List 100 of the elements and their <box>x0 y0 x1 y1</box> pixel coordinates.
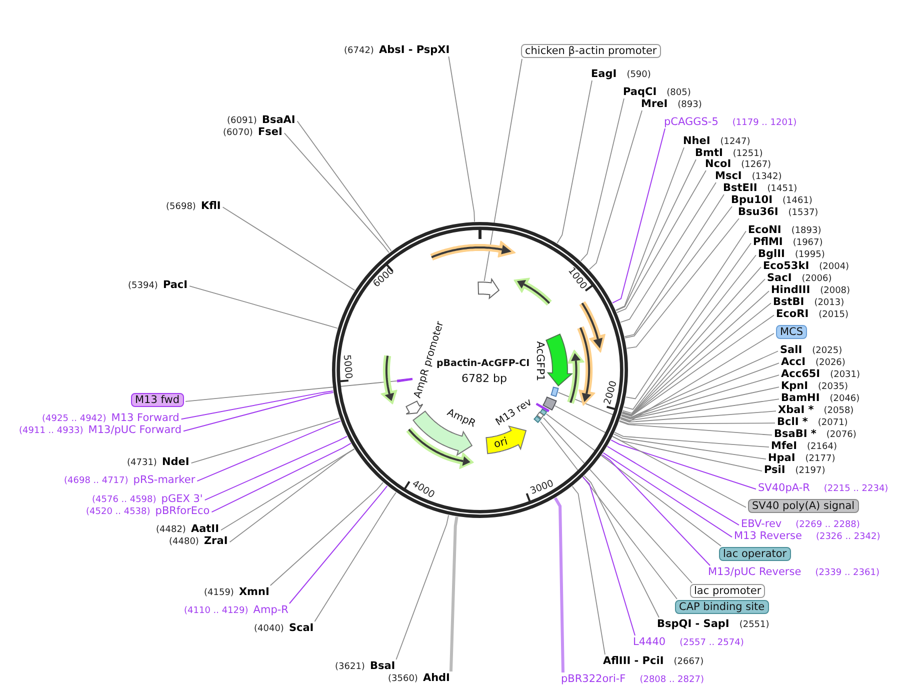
enzyme-name: BsaBI * <box>774 428 816 439</box>
primer-name: pBR322ori-F <box>561 674 626 684</box>
enzyme-name: Bsu36I <box>738 206 778 217</box>
site-position: (1267) <box>741 160 772 170</box>
leader-line <box>180 390 334 420</box>
enzyme-name: SalI <box>780 344 802 355</box>
feature-block <box>542 396 558 411</box>
enzyme-name: XmnI <box>238 586 270 597</box>
orf-indicator <box>429 240 517 262</box>
enzyme-name: BclI * <box>777 416 808 427</box>
orf-indicator <box>566 349 585 406</box>
primer-name: M13 Reverse <box>734 530 802 541</box>
primer-name: pBRforEco <box>155 506 210 516</box>
leader-line <box>540 421 678 600</box>
site-position: (4480) <box>169 538 199 546</box>
site-position: (1967) <box>792 238 823 248</box>
site-position: (2031) <box>830 370 860 380</box>
enzyme-name: PsiI <box>764 464 786 475</box>
leader-line <box>220 448 355 531</box>
enzyme-name: XbaI * <box>778 404 814 415</box>
primer-name: pGEX 3' <box>161 494 203 504</box>
leader-line <box>211 442 352 513</box>
leader-line <box>182 392 334 432</box>
enzyme-name: BstEII <box>723 182 758 193</box>
enzyme-name: BsaAI <box>262 114 296 125</box>
feature-label: MCS <box>776 325 808 339</box>
enzyme-name: PflMI <box>753 236 783 247</box>
site-position: (1251) <box>732 150 763 158</box>
site-position: (1342) <box>752 172 782 182</box>
feature-label: lac promoter <box>690 584 766 598</box>
enzyme-name: NcoI <box>705 158 732 169</box>
enzyme-name: PaqCI <box>623 86 657 97</box>
site-position: (1451) <box>767 184 798 194</box>
enzyme-name: Acc65I <box>781 368 820 379</box>
leader-line <box>626 230 746 400</box>
primer-position: (2557 .. 2574) <box>680 638 744 648</box>
leader-line <box>204 436 348 501</box>
primer-position: (2808 .. 2827) <box>640 676 704 684</box>
enzyme-name: BstBI <box>773 296 804 307</box>
site-position: (1893) <box>791 226 822 236</box>
site-position: (2046) <box>830 394 860 404</box>
feature-label: lac operator <box>719 547 791 561</box>
leader-line <box>602 452 732 538</box>
enzyme-name: BamHI <box>781 392 820 403</box>
enzyme-name: MreI <box>641 98 668 109</box>
leader-line <box>621 362 780 418</box>
site-position: (2197) <box>795 466 826 476</box>
primer-position: (4911 .. 4933) <box>19 426 84 436</box>
enzyme-name: KflI <box>200 200 221 211</box>
enzyme-name: HpaI <box>768 452 796 463</box>
leader-line <box>621 350 778 418</box>
site-position: (2025) <box>812 346 842 356</box>
site-position: (893) <box>678 100 702 110</box>
enzyme-name: NdeI <box>162 456 190 467</box>
leader-line <box>449 516 458 672</box>
leader-line <box>614 434 766 460</box>
enzyme-name: EcoRI <box>776 308 809 319</box>
promoter-feature <box>476 278 500 300</box>
tick-label: 5000 <box>341 354 353 379</box>
orf-indicator <box>512 277 553 307</box>
enzyme-name: BspQI - SapI <box>657 618 730 629</box>
enzyme-name: BglII <box>758 248 785 259</box>
site-position: (4731) <box>127 458 157 468</box>
leader-line <box>624 206 732 338</box>
primer-position: (4698 .. 4717) <box>64 476 128 486</box>
site-position: (4040) <box>254 624 284 634</box>
primer-mark <box>396 376 414 384</box>
orf-indicator <box>380 354 398 405</box>
leader-line <box>185 380 398 402</box>
leader-line <box>196 420 342 482</box>
site-position: (3560) <box>388 674 418 684</box>
leader-line <box>612 128 666 304</box>
feature-label: M13 rev <box>494 398 534 428</box>
leader-line <box>222 206 356 291</box>
enzyme-name: Bpu10I <box>731 194 773 205</box>
enzyme-name: Eco53kI <box>763 260 810 271</box>
leader-line <box>543 417 692 584</box>
leader-line <box>588 110 642 270</box>
feature-label: CAP binding site <box>675 600 769 614</box>
site-position: (6070) <box>223 128 253 138</box>
feature-label: M13 fwd <box>131 393 184 407</box>
feature-block <box>550 386 560 398</box>
site-position: (2071) <box>818 418 848 428</box>
site-position: (5698) <box>166 202 196 212</box>
enzyme-name: ScaI <box>288 622 314 633</box>
primer-position: (2339 .. 2361) <box>815 568 880 578</box>
site-position: (2004) <box>819 262 850 272</box>
primer-position: (4925 .. 4942) <box>42 414 106 424</box>
primer-name: EBV-rev <box>741 518 782 529</box>
primer-name: Amp-R <box>253 604 288 615</box>
enzyme-name: KpnI <box>781 380 808 391</box>
leader-line <box>572 486 606 655</box>
orf-indicator <box>576 324 596 406</box>
site-position: (590) <box>626 70 651 80</box>
enzyme-name: AccI <box>781 356 806 367</box>
leader-line <box>616 159 696 311</box>
leader-line <box>546 413 722 546</box>
enzyme-name: BmtI <box>695 148 723 158</box>
site-position: (3621) <box>335 662 365 672</box>
primer-position: (4576 .. 4598) <box>92 496 156 504</box>
